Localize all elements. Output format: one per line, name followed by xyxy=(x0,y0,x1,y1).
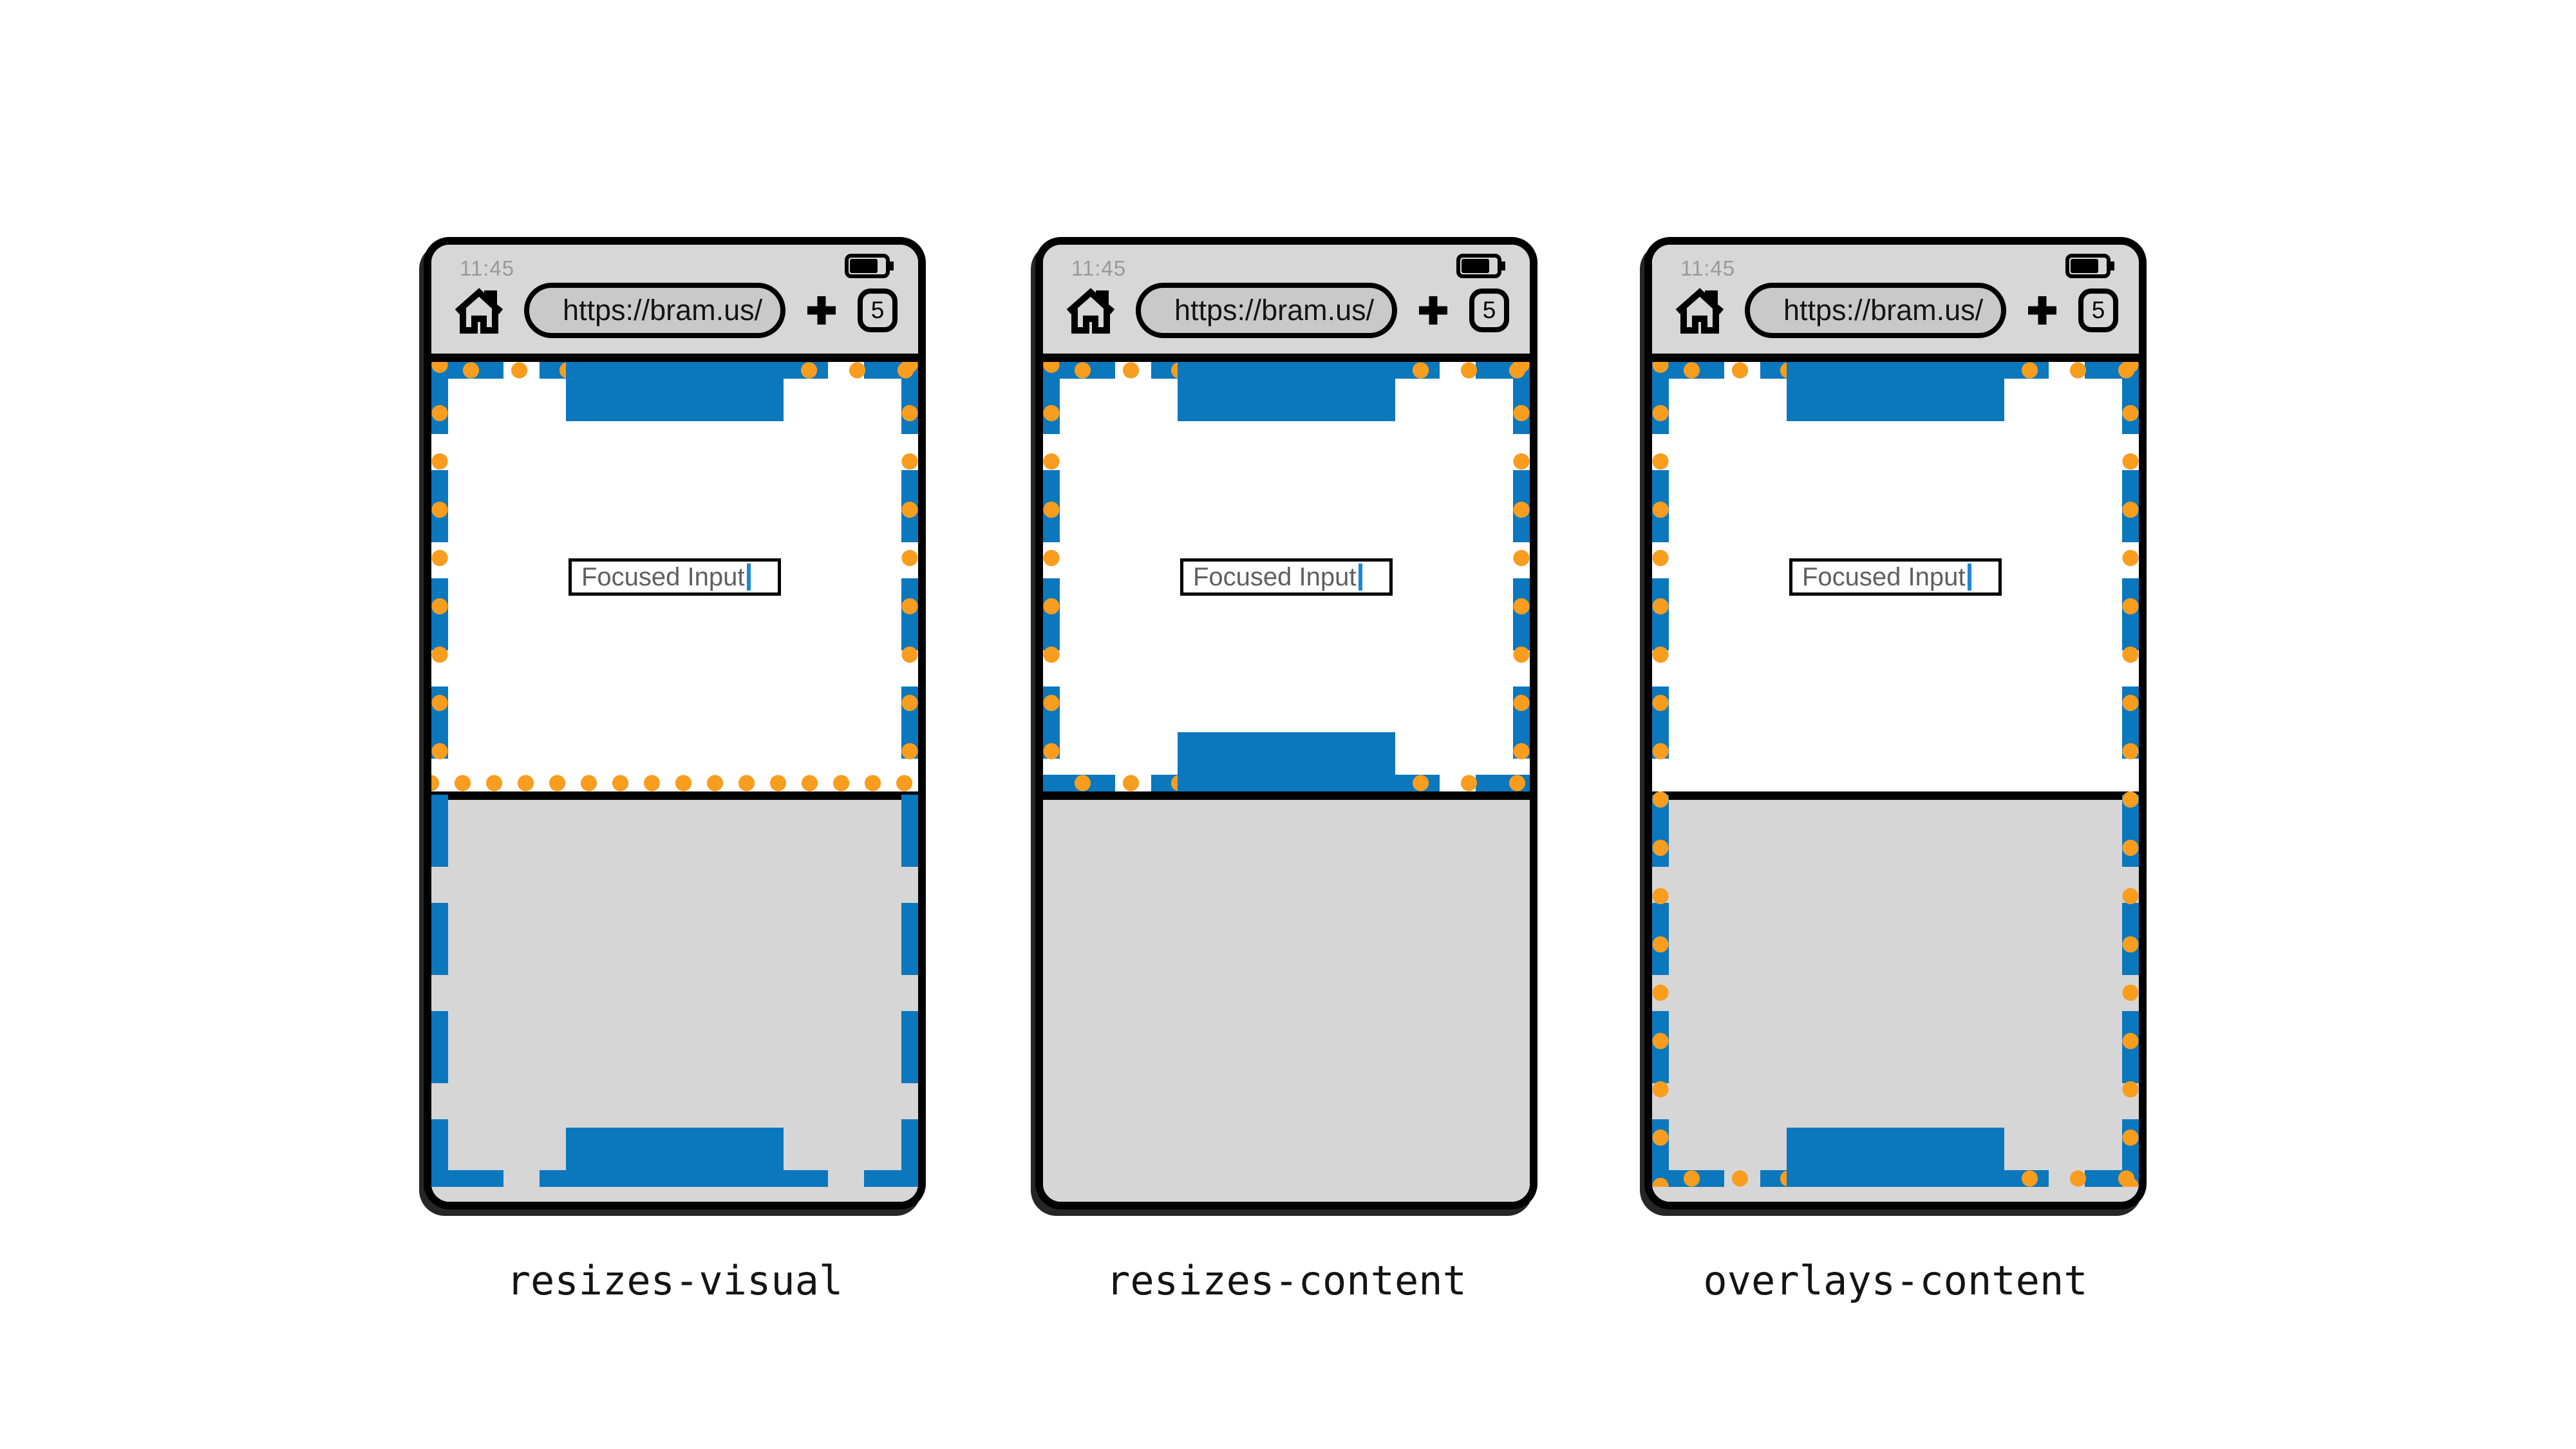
url-bar[interactable]: https://bram.us/ xyxy=(1136,283,1397,338)
status-bar: 11:45 xyxy=(1652,245,2139,279)
new-tab-button[interactable] xyxy=(1416,294,1450,327)
page-header-block xyxy=(566,362,784,421)
focused-input[interactable]: Focused Input xyxy=(569,558,781,596)
home-icon xyxy=(1674,288,1725,337)
plus-icon xyxy=(2026,296,2059,329)
variant-label-resizes-visual: resizes-visual xyxy=(506,1257,843,1304)
visual-viewport-dots-right xyxy=(1513,362,1530,764)
tab-count-button[interactable]: 5 xyxy=(1469,289,1509,332)
url-bar[interactable]: https://bram.us/ xyxy=(1745,283,2006,338)
text-caret xyxy=(746,564,751,591)
browser-toolbar: https://bram.us/ 5 xyxy=(1652,279,2139,338)
new-tab-button[interactable] xyxy=(805,294,838,327)
input-value: Focused Input xyxy=(1193,562,1357,591)
browser-chrome: 11:45 https://bram.us/ 5 xyxy=(1043,245,1530,362)
phone-mockup-resizes-visual: 11:45 https://bram.us/ 5 xyxy=(424,237,926,1209)
page-header-block xyxy=(1178,362,1395,421)
status-time: 11:45 xyxy=(460,256,515,280)
page-footer-block xyxy=(1787,1128,2004,1187)
battery-icon xyxy=(1456,254,1507,278)
visual-viewport-dots-left xyxy=(431,362,448,791)
battery-icon xyxy=(2065,254,2116,278)
phone-mockup-resizes-content: 11:45 https://bram.us/ 5 xyxy=(1035,237,1537,1209)
page-footer-block xyxy=(566,1128,784,1187)
page-footer-block xyxy=(1178,732,1395,791)
plus-icon xyxy=(805,296,838,329)
text-caret xyxy=(1967,564,1971,591)
input-value: Focused Input xyxy=(1802,562,1966,591)
home-button[interactable] xyxy=(1065,286,1116,335)
status-time: 11:45 xyxy=(1071,256,1127,280)
web-page: Focused Input xyxy=(1043,362,1530,1202)
browser-chrome: 11:45 https://bram.us/ 5 xyxy=(1652,245,2139,362)
phone-mockup-overlays-content: 11:45 https://bram.us/ 5 xyxy=(1644,237,2147,1209)
web-page: Focused Input xyxy=(1652,362,2139,1202)
focused-input[interactable]: Focused Input xyxy=(1789,558,2002,596)
url-bar[interactable]: https://bram.us/ xyxy=(524,283,785,338)
new-tab-button[interactable] xyxy=(2026,294,2059,327)
browser-toolbar: https://bram.us/ 5 xyxy=(431,279,918,338)
keyboard-top-edge xyxy=(1043,791,1530,800)
tab-count-button[interactable]: 5 xyxy=(858,289,898,332)
page-header-block xyxy=(1787,362,2004,421)
status-time: 11:45 xyxy=(1680,256,1736,280)
tab-count-button[interactable]: 5 xyxy=(2078,289,2118,332)
keyboard-top-edge xyxy=(1652,791,2139,800)
web-page: Focused Input xyxy=(431,362,918,1202)
visual-viewport-dots-right xyxy=(901,362,918,791)
home-button[interactable] xyxy=(1674,286,1725,335)
visual-viewport-dots-left xyxy=(1652,362,1669,1187)
visual-viewport-dots-bottom xyxy=(431,775,918,791)
visual-viewport-dots-left xyxy=(1043,362,1060,764)
status-bar: 11:45 xyxy=(431,245,918,279)
home-button[interactable] xyxy=(453,286,505,335)
home-icon xyxy=(1065,288,1116,337)
virtual-keyboard[interactable] xyxy=(1043,800,1530,1202)
input-value: Focused Input xyxy=(581,562,745,591)
visual-viewport-dots-right xyxy=(2122,362,2139,1187)
focused-input[interactable]: Focused Input xyxy=(1180,558,1393,596)
battery-icon xyxy=(845,254,895,278)
plus-icon xyxy=(1416,296,1450,329)
variant-label-resizes-content: resizes-content xyxy=(1106,1257,1467,1304)
browser-chrome: 11:45 https://bram.us/ 5 xyxy=(431,245,918,362)
home-icon xyxy=(453,288,505,337)
keyboard-top-edge xyxy=(431,791,918,800)
browser-toolbar: https://bram.us/ 5 xyxy=(1043,279,1530,338)
text-caret xyxy=(1358,564,1362,591)
status-bar: 11:45 xyxy=(1043,245,1530,279)
variant-label-overlays-content: overlays-content xyxy=(1703,1257,2088,1304)
